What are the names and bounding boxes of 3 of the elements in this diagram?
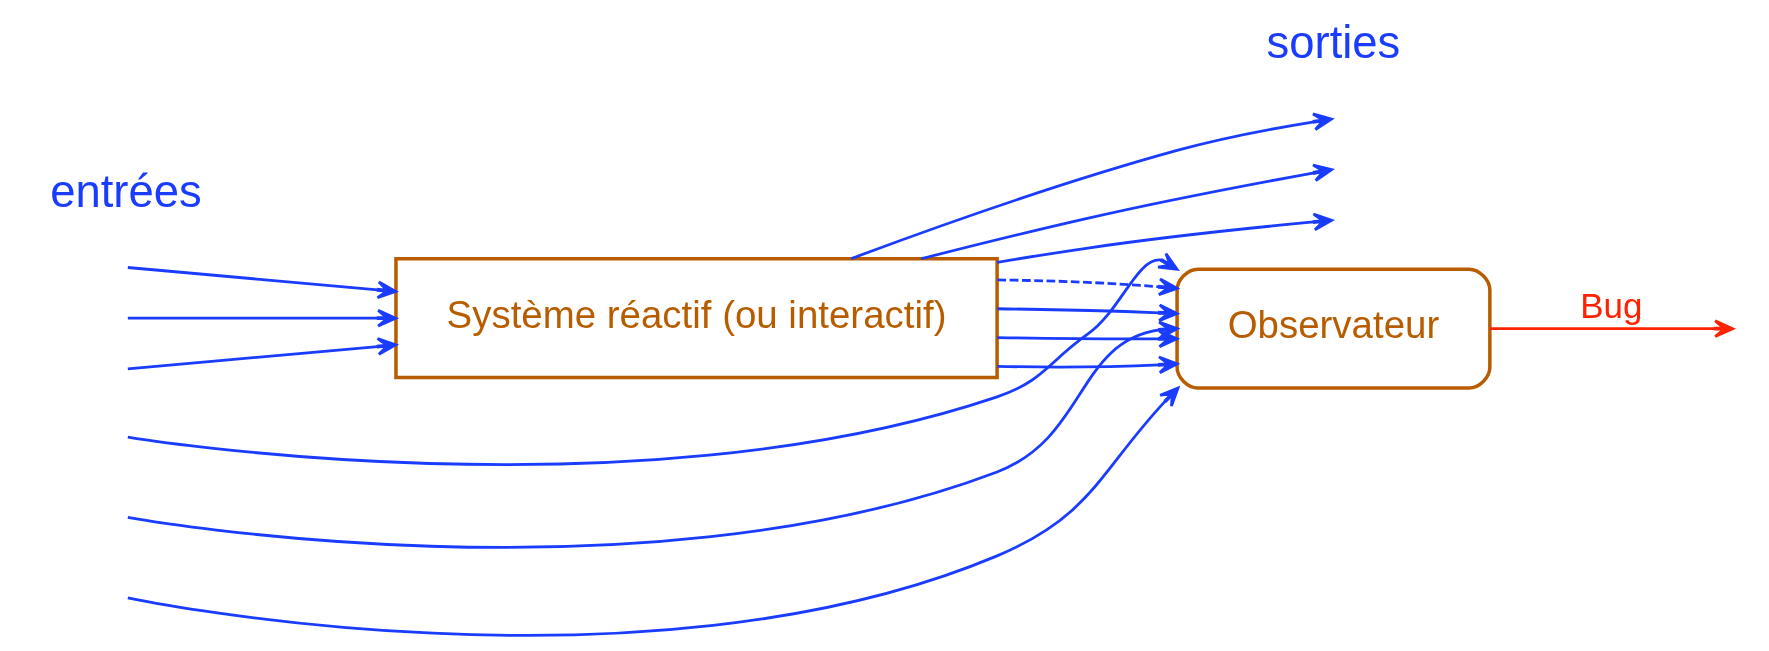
label: entrées: [49, 165, 202, 217]
edge-label: Bug: [1579, 286, 1642, 326]
label: sorties: [1266, 17, 1400, 69]
